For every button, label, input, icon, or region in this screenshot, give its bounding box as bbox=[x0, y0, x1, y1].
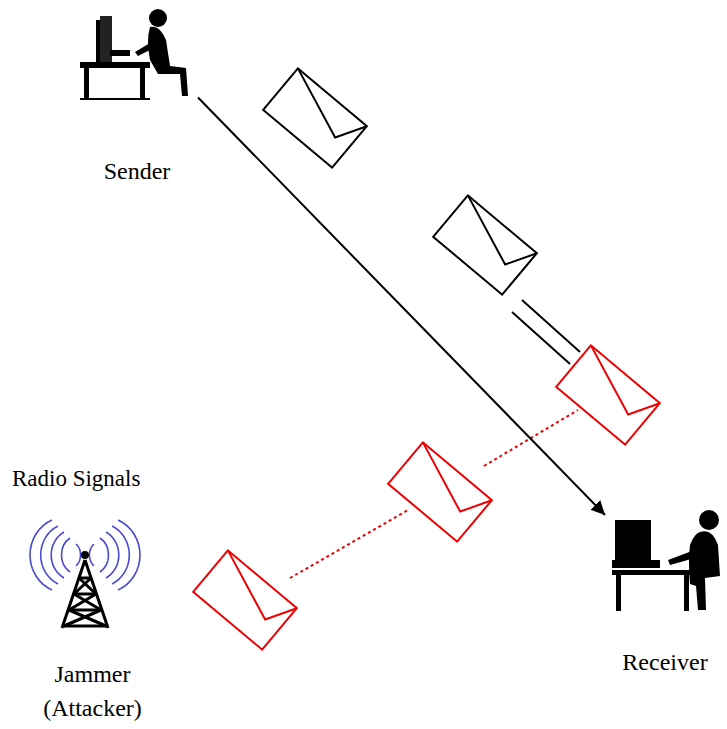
sender-node: Sender bbox=[76, 5, 198, 190]
node-label: Jammer (Attacker) bbox=[32, 657, 153, 725]
jammer-tower-icon bbox=[30, 520, 140, 628]
motion-lines bbox=[512, 300, 580, 364]
message-arrow bbox=[198, 98, 605, 515]
message-envelope bbox=[433, 195, 537, 294]
receiver-node: Receiver bbox=[605, 505, 725, 683]
jamming-dotted-line bbox=[290, 410, 578, 578]
message-envelope bbox=[263, 68, 367, 167]
receiver-computer-icon bbox=[612, 510, 720, 611]
jammer-node: Jammer (Attacker) bbox=[32, 542, 153, 727]
jamming-envelope bbox=[388, 442, 492, 541]
sender-computer-icon bbox=[80, 9, 188, 100]
radio-signals-label: Radio Signals bbox=[12, 466, 140, 492]
jamming-envelope bbox=[193, 550, 297, 649]
node-label: Sender bbox=[104, 154, 171, 188]
jamming-envelope bbox=[556, 345, 660, 444]
node-label: Receiver bbox=[622, 645, 707, 679]
